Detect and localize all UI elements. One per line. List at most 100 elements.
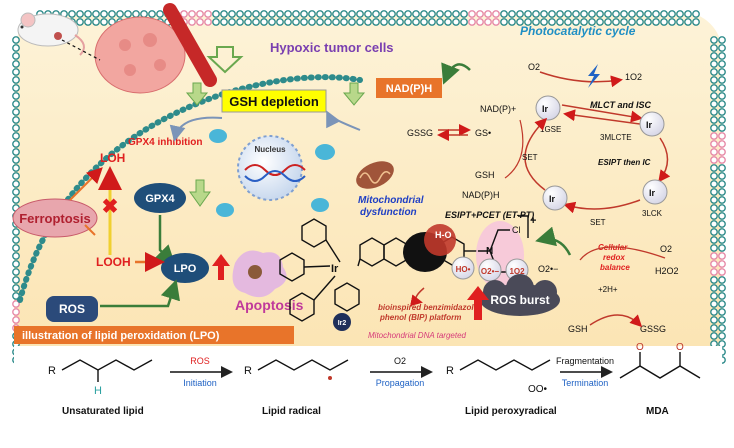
r-label-1: R	[48, 365, 56, 377]
r-label-2: R	[244, 365, 252, 377]
step1-top: ROS	[190, 356, 210, 366]
gssg-left-label: GSSG	[407, 128, 433, 138]
gsh-left-label: GSH	[475, 170, 495, 180]
lpo-label: LPO	[174, 263, 197, 275]
ir3-gs-label: Ir	[542, 104, 549, 114]
gsh-depletion-label: GSH depletion	[229, 94, 319, 109]
gpx4-label: GPX4	[145, 193, 175, 205]
set-lower-label: SET	[590, 218, 606, 227]
lpo-banner-label: illustration of lipid peroxidation (LPO)	[22, 330, 220, 342]
tumor-illustration	[61, 3, 217, 94]
o-label-1: O	[636, 342, 644, 353]
ho-rad-label: HO•	[456, 265, 471, 274]
ros-node	[46, 296, 98, 322]
o2-top-label: O2	[528, 62, 540, 72]
gsh-depletion-box	[221, 89, 327, 113]
r-label-3: R	[446, 365, 454, 377]
ir3-mlct-label: Ir	[646, 120, 653, 130]
ir3-lc-label: Ir	[649, 188, 656, 198]
ir-complex-structure	[279, 218, 478, 322]
step3-bot: Termination	[562, 378, 609, 388]
down-arrow-icon	[185, 82, 209, 106]
cell-icon	[315, 144, 335, 160]
lpo-node	[161, 253, 209, 283]
cross-icon: ✖	[102, 196, 119, 218]
set-upper-label: SET	[522, 153, 538, 162]
plus-2h-label: +2H+	[598, 285, 618, 294]
up-arrow-icon	[467, 286, 489, 320]
mouse-illustration	[17, 12, 85, 56]
cell-icon	[311, 198, 329, 212]
ir3-mlct-node	[639, 111, 665, 137]
svg-text:N: N	[486, 246, 493, 257]
cellular-label-3: balance	[600, 263, 630, 272]
gpx4-node	[134, 183, 186, 213]
mito-dna-label: Mitochondrial DNA targeted	[368, 331, 467, 340]
loh-label: LOH	[100, 151, 125, 165]
ferroptosis-node	[12, 198, 98, 238]
bip-label-1: bioinspired benzimidazole-	[378, 303, 481, 312]
step2-bot: Propagation	[376, 378, 425, 388]
down-arrow-icon	[189, 179, 211, 207]
ros-burst-cloud	[480, 274, 560, 316]
mito-label-2: dysfunction	[360, 207, 417, 218]
lipid-structures	[61, 352, 701, 382]
lipid-scheme-panel	[14, 346, 722, 424]
lightning-icon	[588, 64, 600, 88]
down-arrow-icon	[342, 82, 366, 106]
ir2-label: Ir2	[338, 320, 347, 327]
nucleus-label: Nucleus	[254, 145, 286, 154]
gsh-bottom-label: GSH	[568, 324, 588, 334]
step2-top: O2	[394, 356, 406, 366]
singlet-ball-label: 1O2	[509, 267, 525, 276]
gssg-bottom-label: GSSG	[640, 324, 666, 334]
lc-label: 3LCK	[642, 209, 663, 218]
o2-rad-ball	[478, 258, 502, 282]
esipt-ic-label: ESIPT then IC	[598, 158, 651, 167]
ferroptosis-label: Ferroptosis	[19, 211, 91, 226]
mda-label: MDA	[646, 406, 669, 417]
ir3-gs-node	[535, 95, 561, 121]
bip-label-2: phenol (BIP) platform	[379, 313, 461, 322]
esipt-pcet-label: ESIPT+PCET (ET-PT)	[445, 210, 534, 220]
nadph-box	[376, 78, 442, 98]
ho-rad-ball	[451, 256, 475, 280]
ir4-node	[542, 185, 568, 211]
charge-label: +	[530, 215, 536, 227]
svg-text:Cl: Cl	[512, 225, 521, 235]
looh-label: LOOH	[96, 255, 131, 269]
radical-label: Lipid radical	[262, 406, 321, 417]
nadph-left-label: NAD(P)H	[462, 190, 500, 200]
superoxide-label: O2•−	[538, 264, 558, 274]
ho-label: H-O	[435, 230, 452, 240]
mlct-isc-label: MLCT and ISC	[590, 100, 651, 110]
mito-label-1: Mitochondrial	[358, 195, 424, 206]
singlet-o2-label: 1O2	[625, 72, 642, 82]
step1-bot: Initiation	[183, 378, 217, 388]
mitochondria-icon	[356, 161, 394, 189]
oo-label: OO•	[528, 384, 548, 395]
o-label-2: O	[676, 342, 684, 353]
up-arrow-icon	[212, 254, 230, 280]
o2-right-label: O2	[660, 244, 672, 254]
cellular-label-2: redox	[603, 253, 625, 262]
ros-label: ROS	[59, 302, 85, 316]
ir3-lc-node	[642, 179, 668, 205]
mlct-label: 3MLCTE	[600, 133, 632, 142]
peroxyradical-label: Lipid peroxyradical	[465, 406, 557, 417]
h2o2-label: H2O2	[655, 266, 679, 276]
cycle-title: Photocatalytic cycle	[520, 24, 636, 38]
cell-icon	[216, 203, 234, 217]
ir-center-label: Ir	[331, 263, 339, 275]
ir2-badge	[333, 313, 351, 331]
page-title: Hypoxic tumor cells	[270, 40, 394, 55]
h-label: H	[94, 385, 102, 397]
step3-top: Fragmentation	[556, 356, 614, 366]
lpo-banner	[14, 326, 294, 344]
cell-icon	[209, 129, 227, 143]
o2-rad-ball-label: O2•−	[481, 267, 499, 276]
ros-burst-label: ROS burst	[490, 293, 549, 307]
ir4-label: Ir	[549, 194, 556, 204]
